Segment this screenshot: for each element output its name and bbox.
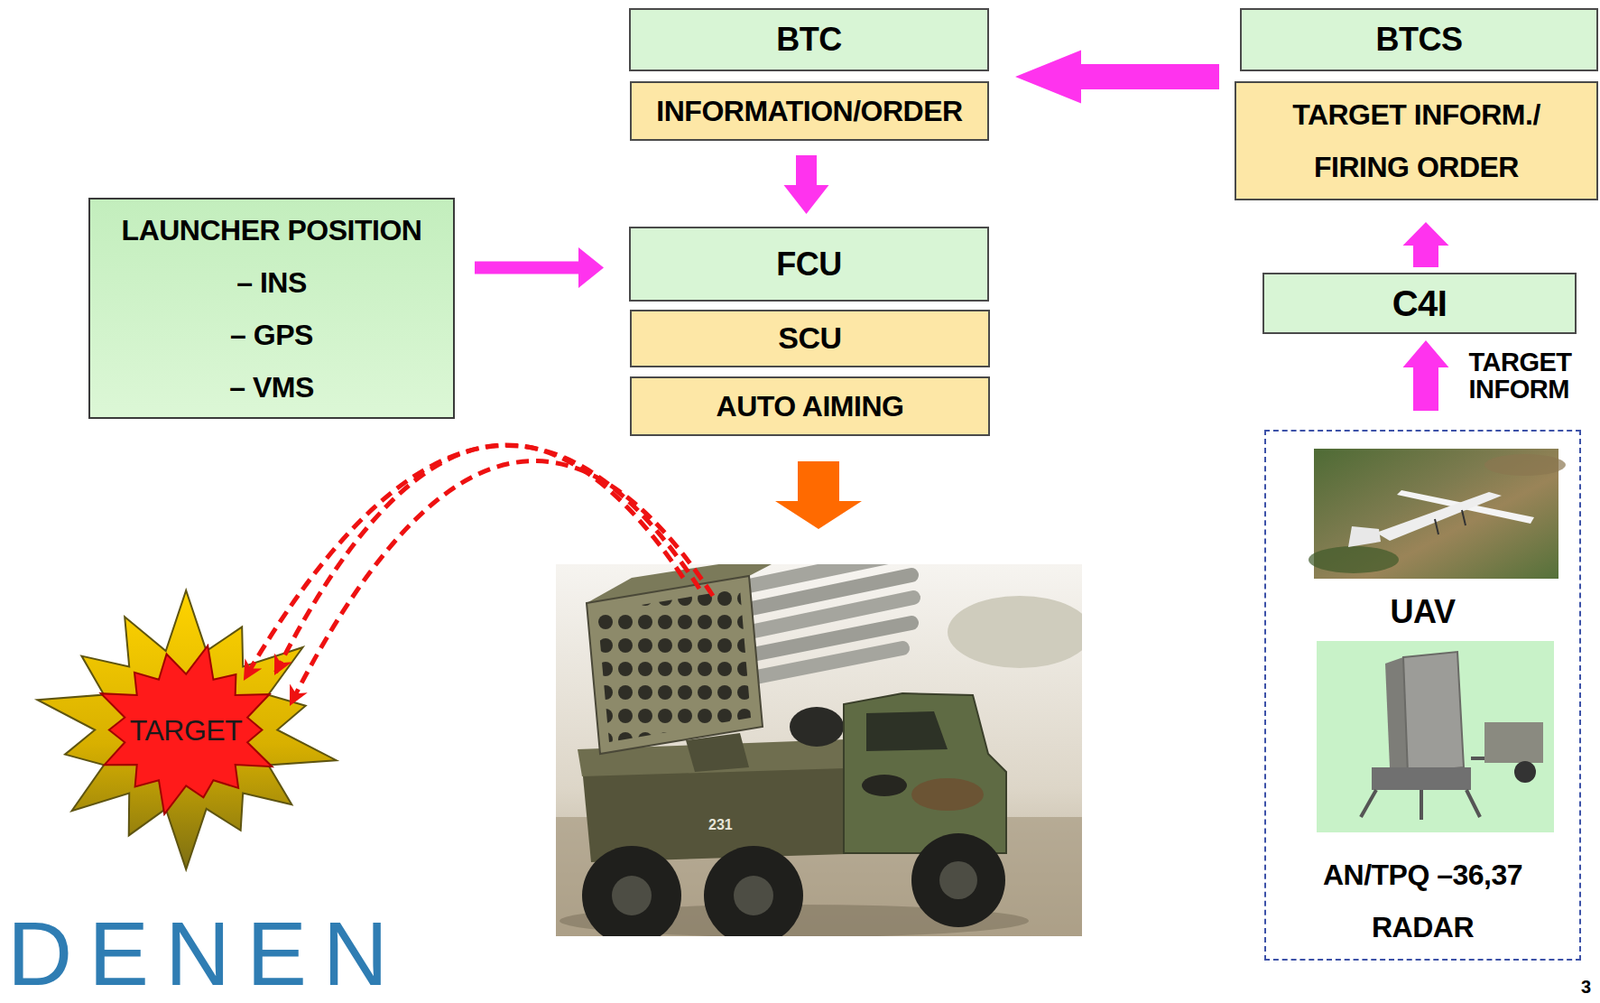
rocket-trajectory (275, 444, 684, 674)
photo-blur (1484, 453, 1566, 476)
node-text: TARGET INFORM./ FIRING ORDER (1245, 88, 1588, 194)
company-logo: DENEN (7, 907, 405, 999)
radar-base (1371, 767, 1471, 790)
wheel-hub (939, 860, 978, 899)
rocket-pod (586, 575, 763, 754)
node-text: – VMS (229, 369, 315, 406)
data-box: AUTO AIMING (629, 376, 990, 436)
node-text: FCU (776, 245, 842, 283)
node-text: AN/TPQ –36,37 RADAR (1292, 848, 1554, 953)
data-box: INFORMATION/ORDER (629, 81, 990, 141)
uav-gear (1461, 509, 1466, 526)
node-text: – INS (236, 264, 307, 301)
data-box: TARGET INFORM./ FIRING ORDER (1234, 81, 1599, 201)
wheel-hub (611, 875, 652, 916)
trailer-wheel (1514, 760, 1536, 783)
sensor-group: UAV AN/TPQ –36,37 RADAR (1264, 429, 1582, 961)
uav-tail (1348, 526, 1381, 547)
rocket-tube (756, 647, 903, 677)
node-text: INFORMATION/ORDER (656, 94, 962, 129)
radar-hitch (1470, 756, 1485, 760)
node-text: LAUNCHER POSITION (121, 212, 423, 249)
pod-mount (685, 732, 750, 772)
spare-tire (789, 706, 844, 747)
truck-cab (843, 693, 1007, 853)
edge-label: TARGET INFORM (1469, 348, 1573, 403)
rocket-trajectory (290, 461, 713, 704)
pod-tubes (597, 588, 751, 742)
photo-blur (1308, 545, 1399, 574)
node-text: UAV (1390, 593, 1456, 630)
cab-window (866, 711, 948, 751)
vehicle-number: 231 (708, 816, 733, 833)
node-text: BTCS (1376, 20, 1463, 58)
node-text: – GPS (230, 316, 314, 353)
fire-arrow (775, 461, 862, 529)
page-number: 3 (1581, 976, 1591, 998)
flow-arrow (1015, 50, 1220, 104)
data-box: SCU (629, 309, 990, 368)
radar-antenna (1403, 651, 1464, 773)
rocket-trajectories (244, 444, 713, 704)
flow-arrow (784, 155, 830, 214)
burst-outer (36, 590, 336, 870)
process-box: BTC (628, 8, 990, 72)
radar-photo (1316, 640, 1554, 833)
burst-inner (101, 645, 273, 814)
radar-background (1316, 640, 1554, 833)
truck-wheel (703, 845, 804, 936)
uav-photo (1308, 448, 1566, 579)
node-text: C4I (1392, 282, 1448, 324)
process-box: BTCS (1239, 8, 1599, 72)
node-text: BTC (776, 20, 842, 58)
camouflage-patch (861, 774, 907, 796)
node-text: SCU (777, 320, 842, 356)
radar-leg (1466, 789, 1480, 817)
node-text: AUTO AIMING (716, 389, 905, 424)
process-box: C4I (1262, 272, 1577, 334)
flow-arrow (1403, 340, 1450, 411)
launcher-photo (555, 564, 1083, 936)
truck-wheel (911, 832, 1006, 927)
photo-tree (947, 595, 1083, 668)
process-box: FCU (628, 226, 990, 302)
node-text: TARGET (129, 712, 242, 749)
radar-leg (1360, 789, 1377, 817)
input-box: LAUNCHER POSITION – INS – GPS – VMS (88, 197, 455, 419)
truck-wheel (582, 845, 682, 936)
camouflage-patch (911, 777, 984, 811)
target-burst: TARGET (25, 586, 383, 873)
flow-arrow (1403, 221, 1450, 268)
radar-leg (1419, 789, 1424, 820)
uav-fuselage (1376, 491, 1502, 541)
rocket-trajectory (244, 444, 700, 679)
flow-arrow (474, 247, 604, 288)
wheel-hub (733, 875, 774, 916)
uav-gear (1434, 518, 1439, 535)
radar-trailer (1484, 721, 1544, 763)
